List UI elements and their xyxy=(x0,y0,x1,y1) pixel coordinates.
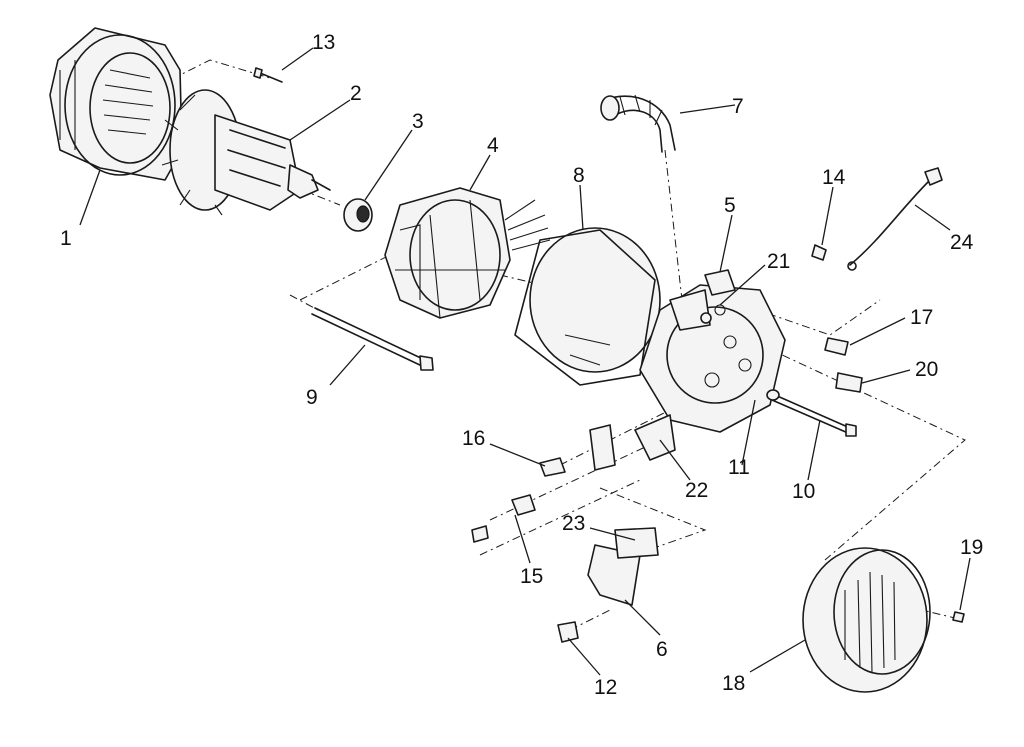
callout-4: 4 xyxy=(487,134,499,157)
part-2-rotor xyxy=(161,89,331,216)
callout-19: 19 xyxy=(960,536,983,559)
callout-10: 10 xyxy=(792,480,815,503)
part-10-bolt xyxy=(771,394,857,437)
part-11-washer xyxy=(766,389,780,401)
part-19-screw xyxy=(952,611,965,623)
part-12-screw xyxy=(557,621,579,643)
part-7-vent-hose xyxy=(600,94,676,153)
callout-15: 15 xyxy=(520,565,543,588)
part-3-bearing xyxy=(343,198,373,232)
part-16-bolt xyxy=(539,424,616,477)
part-24-lead-wire xyxy=(847,167,943,271)
callout-14: 14 xyxy=(822,166,846,189)
callout-7: 7 xyxy=(732,95,744,118)
part-15-clamp xyxy=(511,494,536,516)
part-5-end-bracket xyxy=(634,269,786,461)
part-13-screw xyxy=(253,67,283,83)
callout-13: 13 xyxy=(312,31,335,54)
callout-3: 3 xyxy=(412,110,424,133)
part-4-stator xyxy=(384,187,551,319)
part-18-end-cover xyxy=(802,547,931,693)
part-21-nut xyxy=(700,312,712,324)
part-small-screw xyxy=(471,525,489,543)
leader-lines xyxy=(79,47,971,676)
callout-6: 6 xyxy=(656,638,668,661)
callout-5: 5 xyxy=(724,194,736,217)
callout-1: 1 xyxy=(60,227,72,250)
callout-16: 16 xyxy=(462,427,485,450)
callout-21: 21 xyxy=(767,250,790,273)
callout-9: 9 xyxy=(306,386,318,409)
part-23-label xyxy=(614,527,659,559)
callout-17: 17 xyxy=(910,306,933,329)
callout-8: 8 xyxy=(573,164,585,187)
callout-2: 2 xyxy=(350,82,362,105)
callout-18: 18 xyxy=(722,672,745,695)
callout-11: 11 xyxy=(728,456,750,479)
callout-24: 24 xyxy=(950,231,974,254)
callout-12: 12 xyxy=(594,676,617,699)
part-1-rear-cover xyxy=(49,27,183,181)
part-8-housing-band xyxy=(514,227,661,386)
callout-20: 20 xyxy=(915,358,938,381)
part-9-through-bolt xyxy=(311,307,434,371)
callout-labels: 1 2 3 4 5 6 7 8 9 10 11 12 13 14 15 16 1… xyxy=(60,31,983,699)
part-14-terminal xyxy=(811,244,827,261)
part-17-screw xyxy=(824,337,849,356)
callout-22: 22 xyxy=(685,479,708,502)
part-20-plug xyxy=(835,372,863,393)
callout-23: 23 xyxy=(562,512,585,535)
